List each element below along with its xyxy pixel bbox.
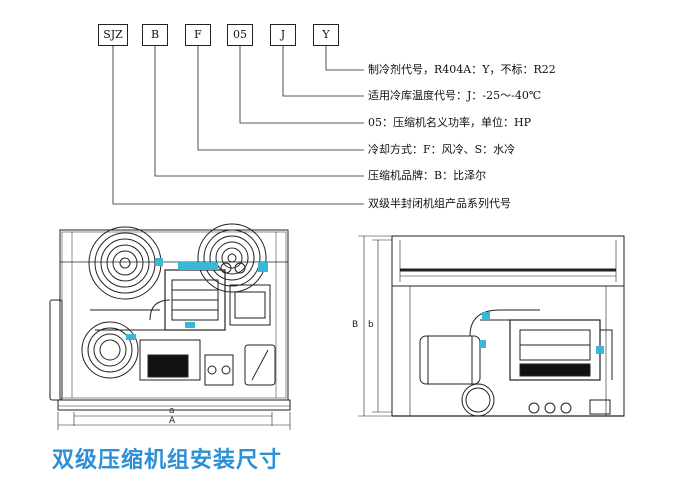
side-highlight-valve — [482, 312, 490, 320]
code-box-power: 05 — [227, 24, 253, 46]
code-box-temperature: J — [270, 24, 296, 46]
leader-power — [239, 46, 364, 124]
side-condenser — [391, 235, 625, 287]
legend-power: 05：压缩机名义功率，单位：HP — [368, 116, 531, 129]
dim-label-B: B — [352, 320, 359, 330]
front-highlight-header — [178, 262, 218, 270]
code-box-series: SJZ — [98, 24, 128, 46]
code-box-brand: B — [142, 24, 168, 46]
legend-temperature: 适用冷库温度代号：J：-25～-40℃ — [368, 89, 542, 102]
leader-temperature — [282, 46, 364, 97]
dim-label-A: A — [169, 416, 176, 426]
legend-refrigerant: 制冷剂代号，R404A：Y，不标：R22 — [368, 63, 556, 76]
legend-series: 双级半封闭机组产品系列代号 — [368, 197, 511, 210]
legend-cooling: 冷却方式：F：风冷、S：水冷 — [368, 143, 516, 156]
diagram-caption: 双级压缩机组安装尺寸 — [52, 448, 283, 473]
legend-brand: 压缩机品牌：B：比泽尔 — [368, 169, 487, 182]
code-box-refrigerant: Y — [313, 24, 339, 46]
leader-series — [112, 46, 364, 205]
code-box-cooling: F — [185, 24, 211, 46]
front-fan-right — [197, 223, 267, 293]
leader-refrigerant — [325, 46, 364, 71]
dim-label-b: b — [368, 320, 374, 330]
leader-cooling — [197, 46, 364, 151]
dim-label-a: a — [169, 406, 175, 416]
leader-brand — [154, 46, 364, 177]
